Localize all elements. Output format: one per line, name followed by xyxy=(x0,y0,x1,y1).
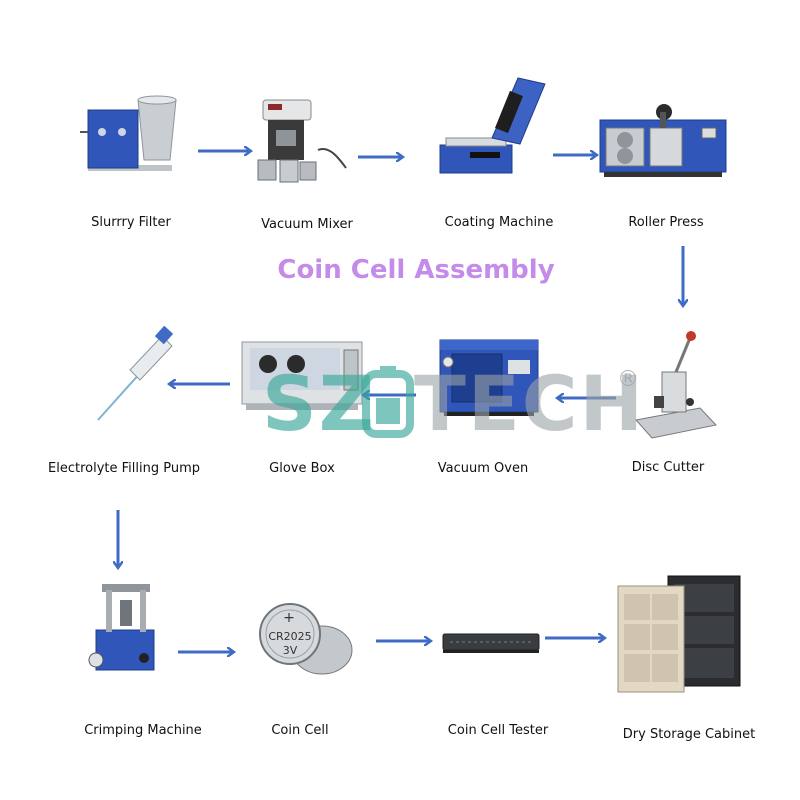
crimping-machine-image xyxy=(88,584,155,671)
disc-cutter-image xyxy=(635,331,717,439)
dry-storage-cabinet-image xyxy=(617,575,741,693)
coating-machine-image xyxy=(439,77,546,174)
step-label-electrolyte-filling-pump: Electrolyte Filling Pump xyxy=(48,461,200,476)
step-label-slurry-filter: Slurrry Filter xyxy=(91,215,171,230)
coin-cell-image xyxy=(259,603,353,675)
step-label-coin-cell: Coin Cell xyxy=(271,723,329,738)
step-label-coating-machine: Coating Machine xyxy=(444,215,554,230)
battery-icon xyxy=(362,366,414,438)
step-label-vacuum-oven: Vacuum Oven xyxy=(437,461,529,476)
step-label-coin-cell-tester: Coin Cell Tester xyxy=(447,723,549,738)
flow-arrows xyxy=(118,151,683,652)
step-label-glove-box: Glove Box xyxy=(269,461,335,476)
step-label-crimping-machine: Crimping Machine xyxy=(84,723,202,738)
watermark-left: SZ xyxy=(262,360,376,440)
step-label-dry-storage-cabinet: Dry Storage Cabinet xyxy=(622,727,756,742)
step-label-disc-cutter: Disc Cutter xyxy=(631,460,705,475)
step-label-vacuum-mixer: Vacuum Mixer xyxy=(261,217,353,232)
vacuum-oven-image xyxy=(439,339,539,416)
roller-press-image xyxy=(599,104,727,177)
registered-mark: ® xyxy=(617,367,639,392)
watermark-graphic: SZ TECH ® xyxy=(262,359,643,448)
coin-cell-tester-image xyxy=(442,633,540,653)
watermark-logo: SZ TECH ® xyxy=(262,359,643,448)
glove-box-image xyxy=(241,341,363,410)
diagram-title: Coin Cell Assembly xyxy=(277,255,555,285)
step-label-roller-press: Roller Press xyxy=(628,215,704,230)
pipette-image xyxy=(97,325,174,421)
slurry-filter-image xyxy=(80,95,177,171)
vacuum-mixer-image xyxy=(257,99,347,183)
watermark-right: TECH xyxy=(414,360,642,440)
